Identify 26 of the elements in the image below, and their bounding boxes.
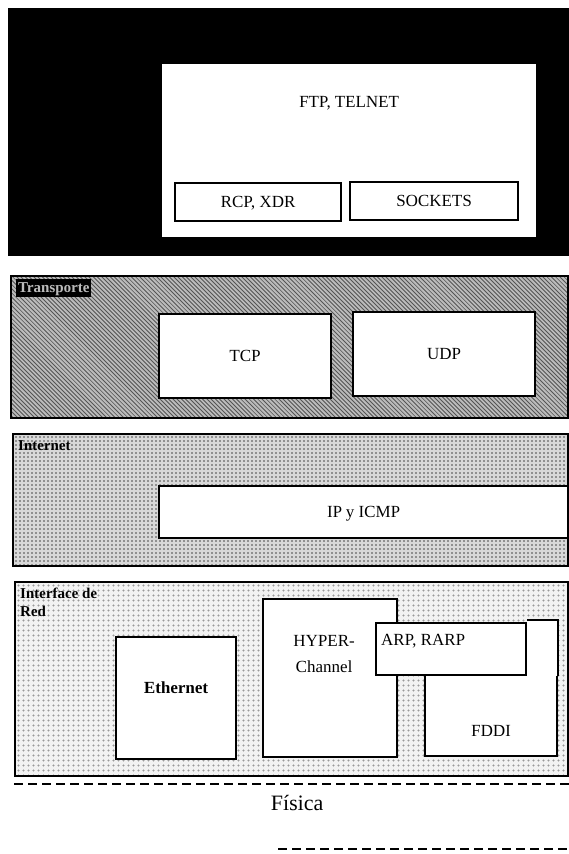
layer-label: Internet	[18, 437, 72, 455]
protocol-label: ARP, RARP	[381, 630, 466, 650]
layer-band	[12, 433, 569, 567]
layer-label: Interface de Red	[20, 585, 98, 621]
protocol-box	[352, 311, 536, 397]
protocol-label: RCP, XDR	[220, 192, 296, 212]
protocol-label: UDP	[426, 344, 462, 364]
layer-band	[10, 275, 569, 419]
protocol-box	[349, 181, 519, 221]
protocol-box	[158, 485, 569, 539]
layer-label: Transporte	[16, 279, 92, 297]
protocol-label: Ethernet	[142, 678, 210, 698]
protocol-label: TCP	[228, 346, 262, 366]
protocol-label: SOCKETS	[395, 191, 473, 211]
layer-label: Física	[270, 790, 324, 816]
protocol-label: FTP, TELNET	[298, 92, 400, 112]
protocol-box	[174, 182, 342, 222]
protocol-box	[160, 62, 538, 239]
protocol-label: HYPER- Channel	[292, 630, 356, 678]
protocol-box	[115, 636, 237, 760]
protocol-label: FDDI	[470, 721, 512, 741]
layer-band	[8, 8, 569, 256]
protocol-box	[424, 676, 558, 757]
protocol-label: IP y ICMP	[326, 502, 402, 522]
protocol-box	[158, 313, 332, 399]
layer-band	[14, 581, 569, 777]
